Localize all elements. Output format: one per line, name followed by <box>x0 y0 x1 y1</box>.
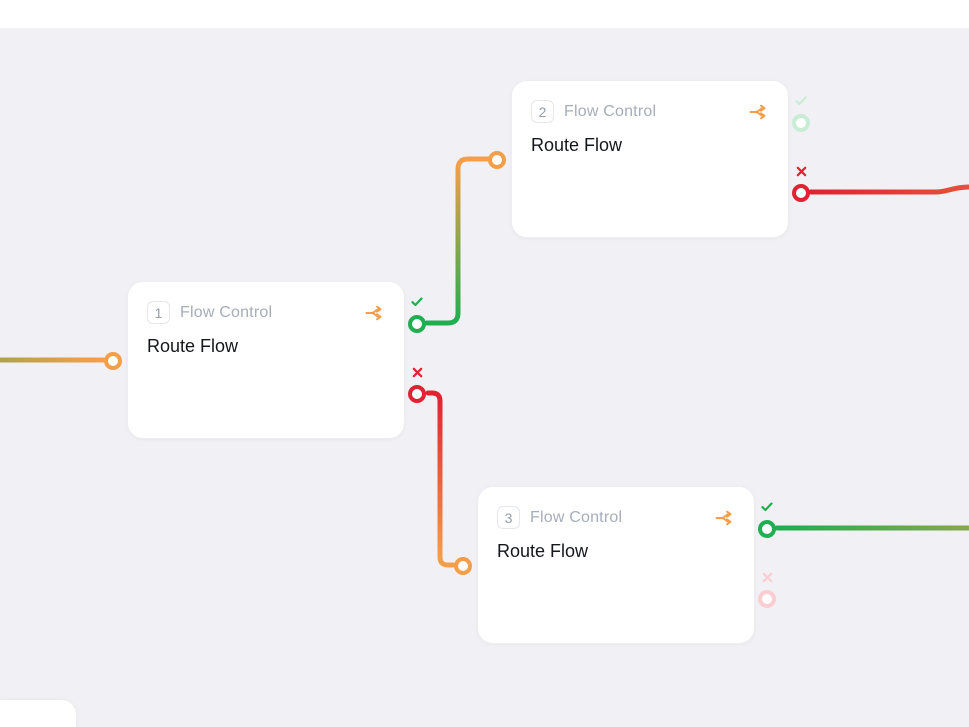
node-title: Route Flow <box>147 336 239 356</box>
node-type-label: Flow Control <box>530 508 623 526</box>
edge-node1-fail-to-node3[interactable] <box>425 390 456 568</box>
success-check-icon <box>761 502 773 512</box>
fail-x-icon <box>762 572 773 583</box>
node-header: 2 Flow Control <box>512 81 788 123</box>
node-type-label: Flow Control <box>564 102 657 120</box>
node-header: 1 Flow Control <box>128 282 404 324</box>
success-check-icon <box>795 96 807 106</box>
fail-port[interactable] <box>792 184 810 202</box>
top-bar <box>0 0 969 28</box>
node-index-badge: 2 <box>531 100 554 123</box>
fail-x-icon <box>412 367 423 378</box>
success-check-icon <box>411 297 423 307</box>
input-port[interactable] <box>104 352 122 370</box>
fail-port[interactable] <box>758 590 776 608</box>
node-title: Route Flow <box>497 541 589 561</box>
success-port[interactable] <box>792 114 810 132</box>
node-index-badge: 1 <box>147 301 170 324</box>
success-port[interactable] <box>408 315 426 333</box>
flow-node-1[interactable]: 1 Flow Control Route Flow <box>104 281 426 439</box>
fail-x-icon <box>796 166 807 177</box>
success-port[interactable] <box>758 520 776 538</box>
route-split-icon <box>748 102 768 122</box>
input-port[interactable] <box>488 151 506 169</box>
bottom-left-panel[interactable] <box>0 700 76 727</box>
edge-node2-fail-to-offscreen[interactable] <box>808 184 969 195</box>
route-split-icon <box>714 508 734 528</box>
node-index-badge: 3 <box>497 506 520 529</box>
edge-node1-success-to-node2[interactable] <box>424 156 491 326</box>
fail-port[interactable] <box>408 385 426 403</box>
node-header: 3 Flow Control <box>478 487 754 529</box>
flow-node-3[interactable]: 3 Flow Control Route Flow <box>454 486 776 644</box>
node-type-label: Flow Control <box>180 303 273 321</box>
node-title: Route Flow <box>531 135 623 155</box>
route-split-icon <box>364 303 384 323</box>
flow-node-2[interactable]: 2 Flow Control Route Flow <box>488 80 810 238</box>
input-port[interactable] <box>454 557 472 575</box>
